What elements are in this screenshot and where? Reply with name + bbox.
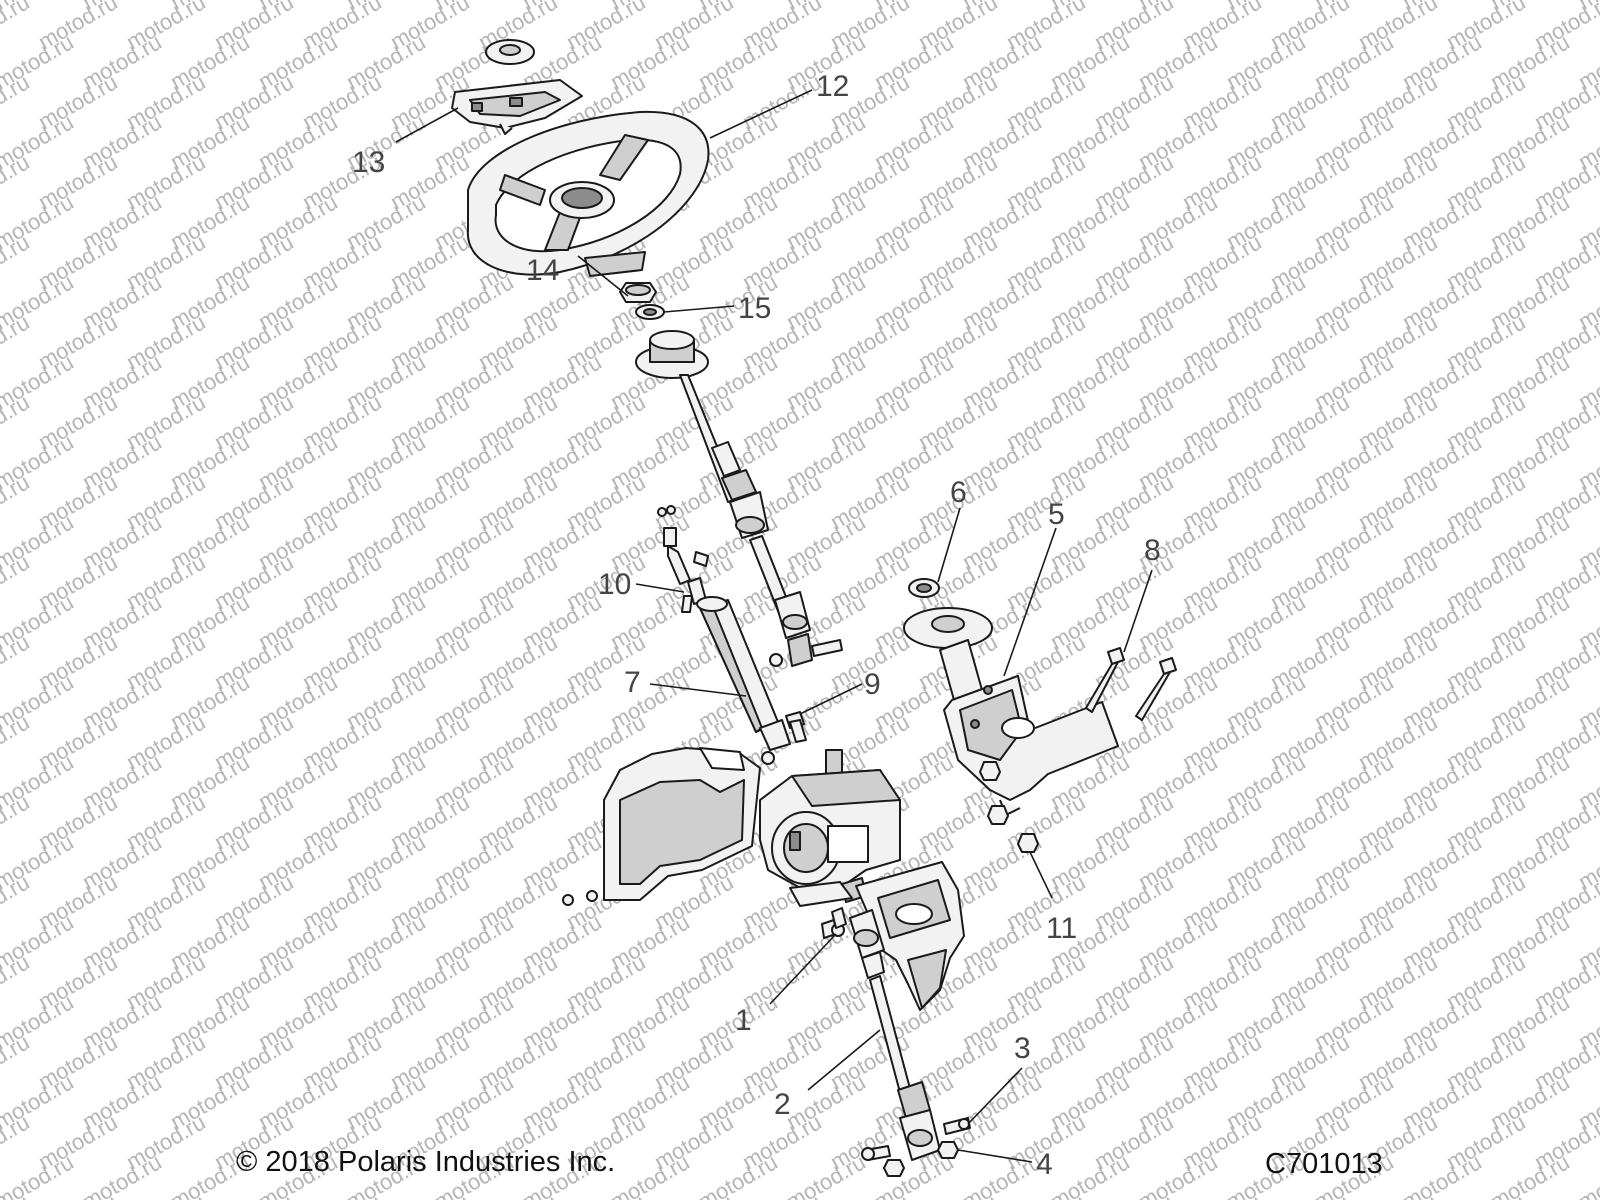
watermark-text: motod.ru — [1178, 1189, 1266, 1200]
callout-15: 15 — [738, 292, 771, 325]
callout-3: 3 — [1014, 1032, 1031, 1065]
watermark-text: motod.ru — [1354, 1189, 1442, 1200]
watermark-text: motod.ru — [1046, 1149, 1134, 1200]
part-8-bolts — [1085, 647, 1177, 721]
callout-8: 8 — [1144, 534, 1161, 567]
leader-3 — [967, 1067, 1023, 1125]
watermark-text: motod.ru — [474, 1189, 562, 1200]
watermark-text: motod.ru — [826, 1189, 914, 1200]
callout-labels: 1 2 3 4 5 6 7 8 9 10 11 12 13 14 15 — [352, 70, 1161, 1181]
eps-unit — [759, 749, 901, 903]
leader-6 — [937, 507, 961, 583]
watermark-text: motod.ru — [0, 1189, 34, 1200]
leader-13 — [395, 107, 459, 143]
watermark-text: motod.ru — [386, 1189, 474, 1200]
watermark-text: motod.ru — [1398, 1149, 1486, 1200]
leader-4 — [957, 1149, 1033, 1163]
leader-lines — [395, 89, 1153, 1163]
watermark-text: motod.ru — [210, 1189, 298, 1200]
part-1-2-lower-shaft — [821, 907, 941, 1161]
leader-11 — [1029, 851, 1053, 899]
callout-7: 7 — [624, 666, 641, 699]
part-15-washer — [635, 304, 665, 320]
leader-5 — [1003, 527, 1057, 677]
part-10-fitting — [657, 505, 709, 613]
leader-10 — [635, 583, 685, 593]
watermark-text: motod.ru — [1002, 1189, 1090, 1200]
watermark-text: motod.ru — [78, 1149, 166, 1200]
steering-cover — [562, 747, 761, 906]
watermark-text: motod.ru — [650, 1189, 738, 1200]
part-14-nut — [619, 282, 657, 303]
watermark-text: motod.ru — [1574, 1149, 1600, 1200]
upper-steering-shaft — [635, 330, 843, 667]
watermark-text: motod.ru — [0, 0, 34, 54]
watermark-text: motod.ru — [694, 1149, 782, 1200]
watermark-text: motod.ru — [738, 1189, 826, 1200]
part-12-steering-wheel — [466, 110, 710, 277]
part-9-bolt — [785, 711, 807, 743]
callout-11: 11 — [1046, 912, 1077, 945]
callout-9: 9 — [864, 668, 881, 701]
callout-2: 2 — [774, 1088, 791, 1121]
part-11-nuts — [979, 761, 1039, 853]
callout-1: 1 — [735, 1004, 752, 1037]
watermark-text: motod.ru — [122, 1189, 210, 1200]
watermark-text: motod.ru — [562, 1189, 650, 1200]
callout-13: 13 — [352, 146, 385, 179]
watermark-text: motod.ru — [1090, 1189, 1178, 1200]
callout-14: 14 — [526, 254, 559, 287]
watermark-text: motod.ru — [34, 1189, 122, 1200]
leader-1 — [769, 933, 837, 1005]
callout-6: 6 — [950, 476, 967, 509]
leader-12 — [709, 89, 813, 139]
leader-15 — [663, 305, 735, 313]
leader-14 — [577, 255, 629, 297]
watermark-text: motod.ru — [606, 1149, 694, 1200]
watermark-text: motod.ru — [914, 1189, 1002, 1200]
callout-5: 5 — [1048, 498, 1065, 531]
callout-10: 10 — [598, 568, 631, 601]
watermark-text: motod.ru — [1134, 1149, 1222, 1200]
watermark-text: motod.ru — [298, 1189, 386, 1200]
figure-id: C701013 — [1265, 1148, 1383, 1180]
callout-4: 4 — [1036, 1148, 1053, 1181]
watermark-text: motod.ru — [1486, 1149, 1574, 1200]
watermark-text: motod.ru — [1442, 1189, 1530, 1200]
part-7-damper — [696, 596, 791, 765]
part-6-seal — [908, 578, 940, 598]
leader-2 — [807, 1029, 881, 1091]
leader-8 — [1123, 569, 1153, 653]
watermark-text: motod.ru — [782, 1149, 870, 1200]
leader-7 — [649, 683, 747, 697]
copyright-notice: © 2018 Polaris Industries Inc. — [236, 1146, 616, 1178]
watermark-text: motod.ru — [1266, 1189, 1354, 1200]
callout-12: 12 — [816, 70, 849, 103]
part-3-4-bolt-nut — [861, 1117, 971, 1177]
leader-9 — [799, 683, 863, 715]
